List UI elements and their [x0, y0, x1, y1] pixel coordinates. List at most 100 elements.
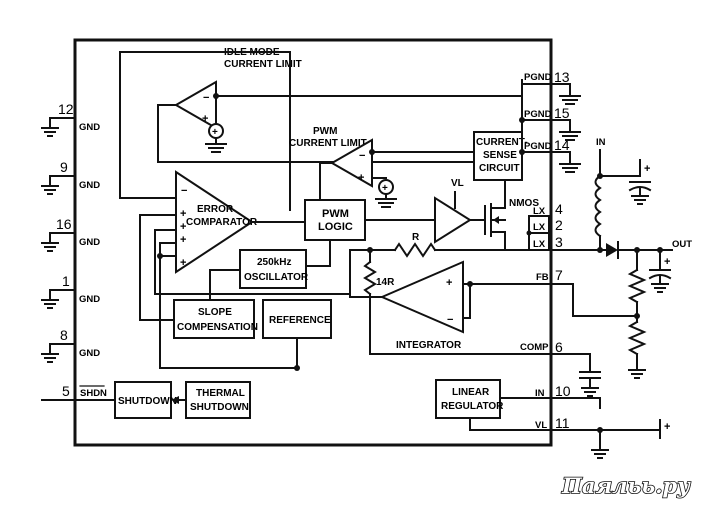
pin-number: 2 [555, 217, 563, 233]
pwm-logic-label: PWM [322, 208, 349, 220]
svg-text:+: + [382, 183, 388, 194]
pin-label: LX [533, 239, 546, 250]
vl-output-cap: + [659, 419, 670, 439]
svg-text:+: + [180, 257, 186, 269]
svg-text:+: + [180, 221, 186, 233]
vl-capacitor [591, 429, 609, 459]
pin-label: FB [536, 272, 549, 283]
svg-text:+: + [212, 127, 218, 138]
pin-label: LX [533, 206, 546, 217]
svg-text:−: − [359, 150, 365, 162]
pgnd-pin-13: PGND 13 [524, 69, 581, 105]
svg-text:+: + [446, 277, 452, 289]
comp-pin-6: COMP 6 [520, 339, 563, 355]
gnd-pin-1: 1 GND [41, 273, 100, 309]
svg-text:+: + [664, 421, 670, 433]
svg-text:+: + [358, 172, 364, 184]
integrator-opamp: + − [379, 260, 464, 334]
pin-label: GND [79, 294, 100, 305]
vl-pin-11: VL 11 [535, 415, 570, 431]
in-pin-10: IN 10 [535, 383, 571, 399]
r-label: R [412, 232, 420, 243]
pin-number: 8 [60, 327, 68, 343]
current-sense-label-2: SENSE [483, 150, 517, 161]
14r-label: 14R [376, 277, 395, 288]
svg-text:+: + [180, 208, 186, 220]
pin-number: 11 [555, 415, 570, 431]
idle-mode-comparator: − + [173, 80, 217, 130]
pgnd-pin-14: PGND 14 [524, 137, 581, 173]
pin-label: GND [79, 122, 100, 133]
inductor [594, 174, 602, 251]
pin-label: PGND [524, 141, 552, 152]
gnd-pin-16: 16 GND [41, 216, 100, 252]
svg-text:+: + [180, 234, 186, 246]
shutdown-block [114, 381, 172, 419]
fb-pin-7: FB 7 [536, 267, 563, 283]
pin-number: 12 [58, 101, 74, 117]
pin-number: 5 [62, 383, 70, 399]
feedback-divider [627, 249, 647, 379]
slope-label-2: COMPENSATION [177, 322, 258, 333]
pin-label: GND [79, 237, 100, 248]
integrator-label: INTEGRATOR [396, 340, 462, 351]
ic-outline [73, 38, 553, 447]
lx-pin-3: LX 3 [533, 234, 563, 250]
out-label: OUT [672, 239, 692, 250]
pin-number: 16 [56, 216, 72, 232]
gnd-pin-12: 12 GND [41, 101, 100, 137]
in-label: IN [596, 137, 606, 148]
oscillator-block [239, 249, 307, 289]
current-sense-block [473, 131, 523, 181]
svg-text:+: + [644, 163, 650, 175]
thermal-label: THERMAL [196, 388, 245, 399]
nmos-label: NMOS [509, 198, 539, 209]
gate-driver [434, 196, 472, 244]
pin-label: COMP [520, 342, 549, 353]
pin-label: PGND [524, 72, 552, 83]
pin-number: 10 [555, 383, 571, 399]
pin-number: 3 [555, 234, 563, 250]
pin-label: GND [79, 348, 100, 359]
oscillator-label: 250kHz [257, 257, 291, 268]
pgnd-pin-15: PGND 15 [524, 105, 581, 141]
pwm-ref-source: + [371, 177, 397, 208]
pin-label: IN [535, 388, 545, 399]
thermal-label-2: SHUTDOWN [190, 402, 249, 413]
pin-label: VL [535, 420, 547, 431]
slope-label: SLOPE [198, 307, 232, 318]
pwm-logic-label-2: LOGIC [318, 221, 353, 233]
comp-capacitor [579, 353, 601, 397]
shdn-pin-5: 5 SHDN [41, 383, 116, 401]
current-sense-label: CURRENT- [476, 137, 528, 148]
linear-regulator-block [435, 379, 501, 419]
pin-number: 6 [555, 339, 563, 355]
pwm-logic-block [304, 199, 366, 241]
lx-pin-4: LX 4 [533, 201, 563, 217]
pin-number: 9 [60, 159, 68, 175]
pin-number: 15 [554, 105, 570, 121]
pin-label: GND [79, 180, 100, 191]
linear-label: LINEAR [452, 387, 490, 398]
error-comparator-label: ERROR [197, 204, 234, 215]
idle-mode-label-2: CURRENT LIMIT [224, 59, 302, 70]
svg-text:−: − [447, 314, 453, 326]
thermal-shutdown-block [185, 381, 251, 419]
pwm-limit-label: PWM [313, 126, 337, 137]
oscillator-label-2: OSCILLATOR [244, 272, 309, 283]
linear-label-2: REGULATOR [441, 401, 504, 412]
pin-label: LX [533, 222, 546, 233]
shutdown-label: SHUTDOWN [118, 396, 177, 407]
gnd-pin-8: 8 GND [41, 327, 100, 363]
pin-number: 14 [554, 137, 570, 153]
reference-block [262, 299, 332, 339]
pin-label: PGND [524, 109, 552, 120]
lx-pin-2: LX 2 [533, 217, 563, 233]
idle-ref-source: + [205, 117, 227, 153]
pwm-limit-label-2: CURRENT LIMIT [289, 138, 367, 149]
pin-number: 1 [62, 273, 70, 289]
pin-label: SHDN [80, 388, 107, 399]
current-sense-label-3: CIRCUIT [479, 163, 520, 174]
pin-number: 4 [555, 201, 563, 217]
